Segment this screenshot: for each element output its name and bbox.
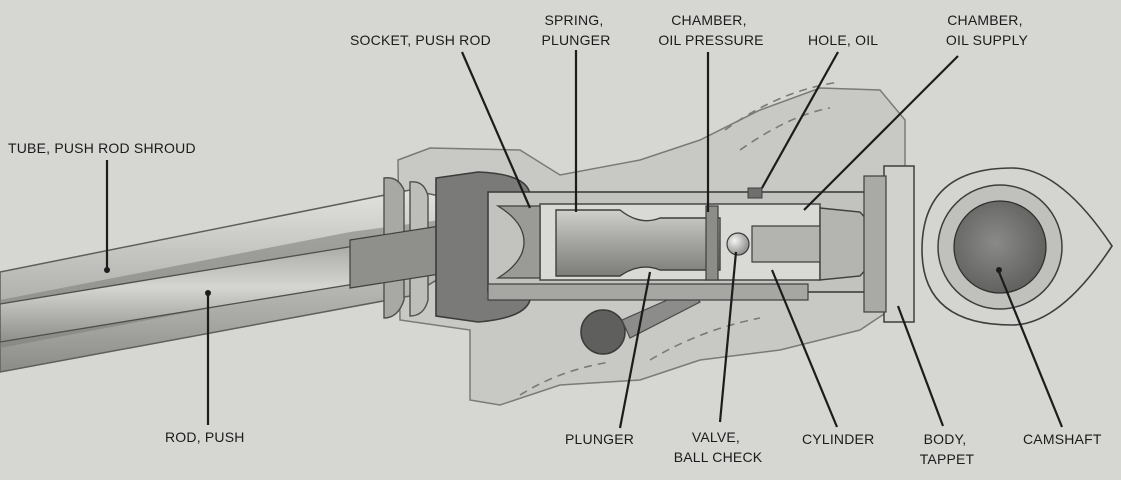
camshaft-lobe [921,167,1113,326]
label-chamber-oil-supply: CHAMBER, OIL SUPPLY [946,12,1029,48]
leader-lines [104,50,1064,429]
label-plunger: PLUNGER [565,431,634,447]
label-hole-oil: HOLE, OIL [808,32,878,48]
label-rod-push: ROD, PUSH [165,429,245,445]
check-valve-ball [726,232,750,256]
label-tube-push-rod-shroud: TUBE, PUSH ROD SHROUD [8,140,196,156]
tappet-body [487,187,885,301]
label-body-tappet: BODY, TAPPET [920,431,975,467]
label-socket-push-rod: SOCKET, PUSH ROD [350,32,491,48]
label-chamber-oil-pressure: CHAMBER, OIL PRESSURE [658,12,763,48]
label-valve-ball-check: VALVE, BALL CHECK [674,429,763,465]
label-camshaft: CAMSHAFT [1023,431,1102,447]
label-cylinder: CYLINDER [802,431,874,447]
tappet-face-plate [863,165,915,323]
label-spring-plunger: SPRING, PLUNGER [541,12,610,48]
